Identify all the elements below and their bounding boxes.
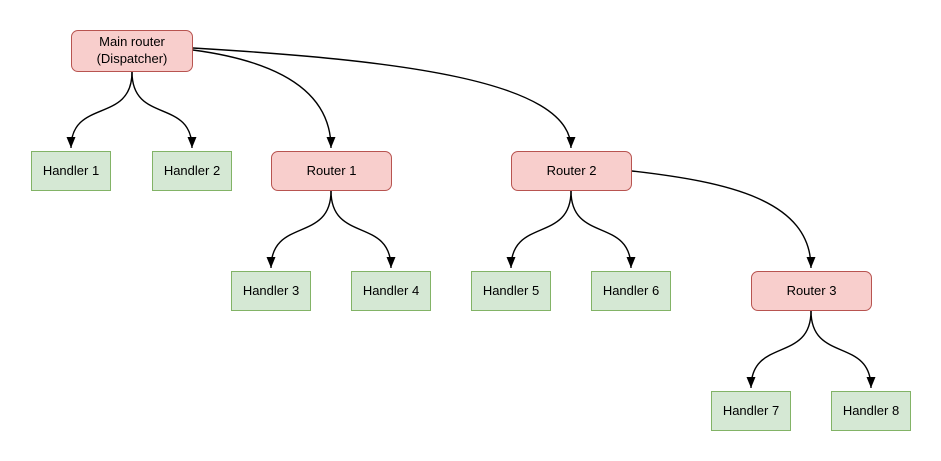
node-main-router: Main router (Dispatcher) <box>71 30 193 72</box>
node-handler-2: Handler 2 <box>152 151 232 191</box>
node-router-3: Router 3 <box>751 271 872 311</box>
edge-router2-to-router3 <box>631 170 816 269</box>
node-handler-3: Handler 3 <box>231 271 311 311</box>
node-router-1: Router 1 <box>271 151 392 191</box>
node-handler-7: Handler 7 <box>711 391 791 431</box>
edge-router3-to-handler8 <box>810 310 876 389</box>
edge-router3-to-handler7 <box>746 310 812 389</box>
edge-router1-to-handler4 <box>330 190 396 269</box>
node-handler-5: Handler 5 <box>471 271 551 311</box>
node-handler-8: Handler 8 <box>831 391 911 431</box>
node-handler-1: Handler 1 <box>31 151 111 191</box>
edge-router2-to-handler5 <box>506 190 572 269</box>
edge-main-to-handler2 <box>131 71 197 149</box>
node-router-2: Router 2 <box>511 151 632 191</box>
node-handler-6: Handler 6 <box>591 271 671 311</box>
edge-main-to-router2 <box>192 47 576 149</box>
edge-router2-to-handler6 <box>570 190 636 269</box>
edge-main-to-router1 <box>192 49 336 149</box>
edge-main-to-handler1 <box>66 71 133 149</box>
edge-router1-to-handler3 <box>266 190 332 269</box>
node-handler-4: Handler 4 <box>351 271 431 311</box>
